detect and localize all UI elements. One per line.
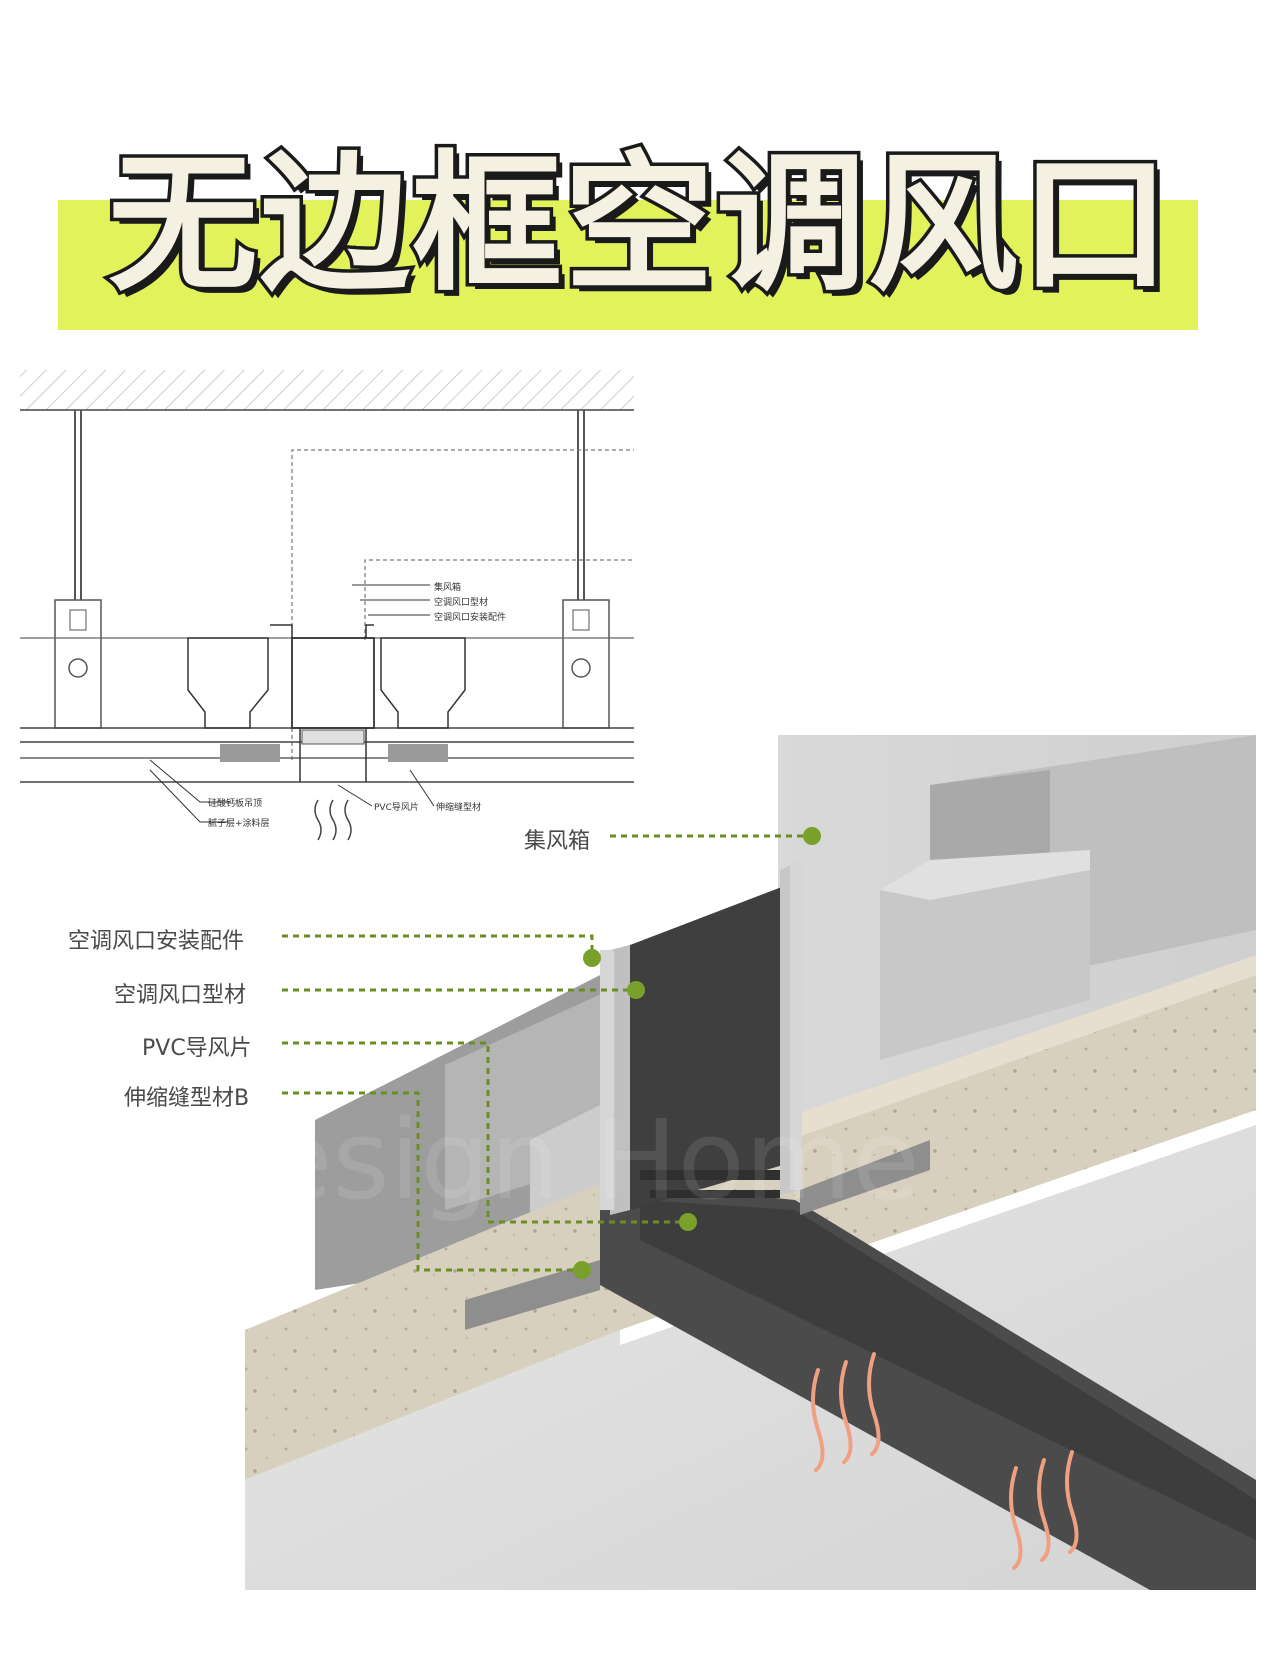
callout-fitting: 空调风口安装配件	[68, 929, 245, 954]
cutaway-render: Design Home	[180, 735, 1256, 1590]
watermark-text: Design Home	[180, 1096, 920, 1224]
callout-pvc: PVC导风片	[142, 1036, 252, 1061]
cad-label-profile: 空调风口型材	[434, 596, 488, 608]
cad-label-fitting: 空调风口安装配件	[434, 611, 506, 623]
cad-label-pvc: PVC导风片	[374, 801, 419, 813]
cad-section-drawing: 集风箱 空调风口型材 空调风口安装配件 硅酸钙板吊顶 腻子层+涂料层 PVC导风…	[20, 370, 634, 841]
callout-joint: 伸缩缝型材B	[124, 1086, 250, 1111]
cad-label-putty: 腻子层+涂料层	[208, 817, 270, 829]
callout-profile: 空调风口型材	[114, 983, 247, 1008]
page-title: 无边框空调风口	[104, 137, 1173, 314]
cad-label-joint: 伸缩缝型材	[436, 801, 481, 813]
title-highlight-band	[58, 200, 1198, 330]
cad-label-ceiling: 硅酸钙板吊顶	[208, 797, 262, 809]
callout-dots	[573, 827, 821, 1279]
cad-label-plenum: 集风箱	[434, 581, 461, 593]
callout-plenum: 集风箱	[524, 829, 591, 854]
